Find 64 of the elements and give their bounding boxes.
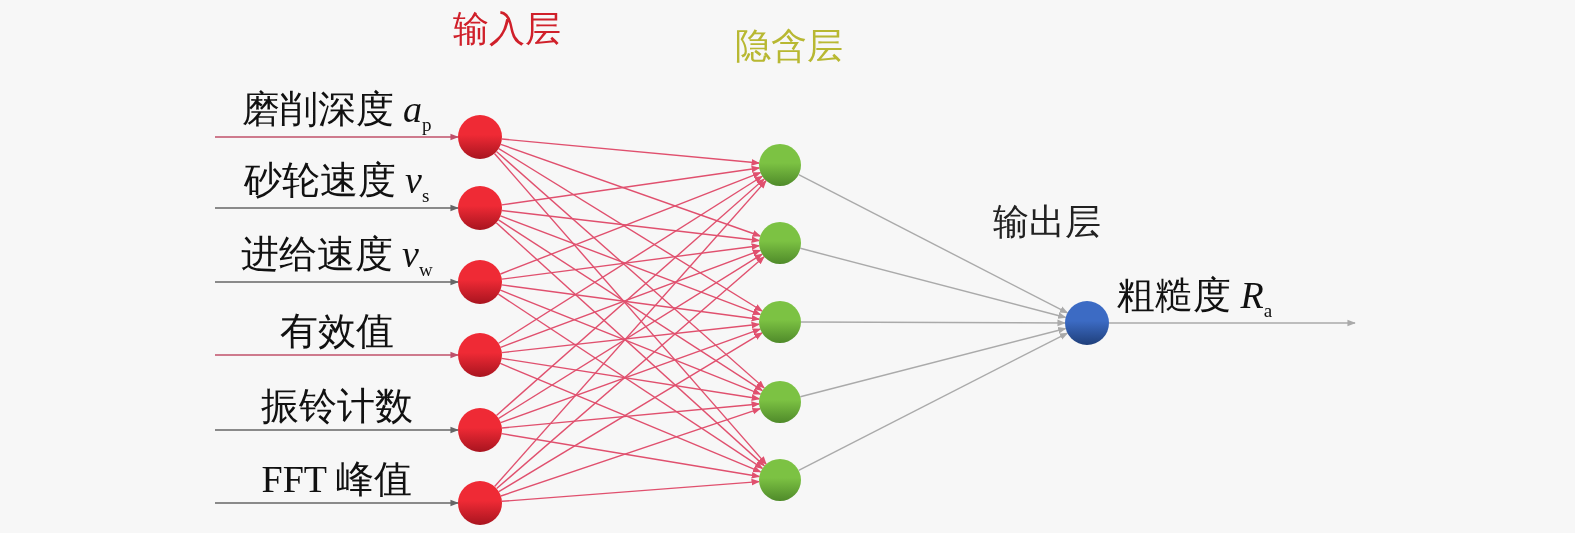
neuron-circle [458,333,502,377]
neuron-circle [759,381,801,423]
arrow [798,332,1069,472]
neuron-circle [759,144,801,186]
edge-label: FFT 峰值 [261,459,412,501]
arrow [501,138,760,166]
neuron-circle [458,115,502,159]
arrow [501,321,760,354]
arrow [499,215,762,316]
arrow [214,133,459,141]
layer-title: 输出层 [993,201,1101,244]
arrow [214,351,459,359]
neuron-circle [759,459,801,501]
arrow [495,178,765,417]
arrow [498,332,763,493]
arrow [501,432,761,479]
edge-label: 磨削深度 a$_{p}$ [241,89,432,136]
arrow [501,209,760,244]
arrow [495,150,765,389]
arrow [214,278,459,286]
arrow [495,222,766,467]
neuron-circle [458,481,502,525]
neuron-circle [1065,301,1109,345]
arrow [214,204,459,212]
arrow [1108,319,1356,327]
arrow [501,357,761,401]
arrow [500,407,761,497]
arrow [499,171,762,275]
neuron-circle [759,301,801,343]
arrow [499,289,762,395]
arrow [501,478,760,502]
arrow [501,284,760,322]
arrow [799,327,1067,398]
edge-label: 有效值 [279,311,394,353]
arrow [797,173,1069,314]
edge-label: 粗糙度 R$_{a}$ [1117,275,1273,322]
arrow [497,253,763,420]
edge-label: 进给速度 v$_{w}$ [240,234,433,281]
arrow [501,165,761,206]
arrow [500,328,762,424]
arrow [497,293,764,470]
arrow [800,319,1066,327]
arrow [214,499,459,507]
neuron-circle [458,408,502,452]
arrow [500,143,761,237]
arrow [799,247,1067,319]
layer-title: 输入层 [453,8,561,51]
arrow [493,180,767,488]
layer-title: 隐含层 [735,25,843,68]
arrow [497,175,763,344]
arrow [214,426,459,434]
arrow [497,219,764,392]
arrow [498,147,763,312]
arrow [493,152,767,465]
arrow [501,243,760,280]
neuron-circle [458,260,502,304]
arrow [499,362,762,473]
neuron-circle [458,186,502,230]
edge-label: 砂轮速度 v$_{s}$ [243,160,430,207]
neuron-circle [759,222,801,264]
arrow [499,249,762,348]
edge-label: 振铃计数 [260,386,413,428]
arrow [501,401,760,429]
arrow [495,256,765,490]
